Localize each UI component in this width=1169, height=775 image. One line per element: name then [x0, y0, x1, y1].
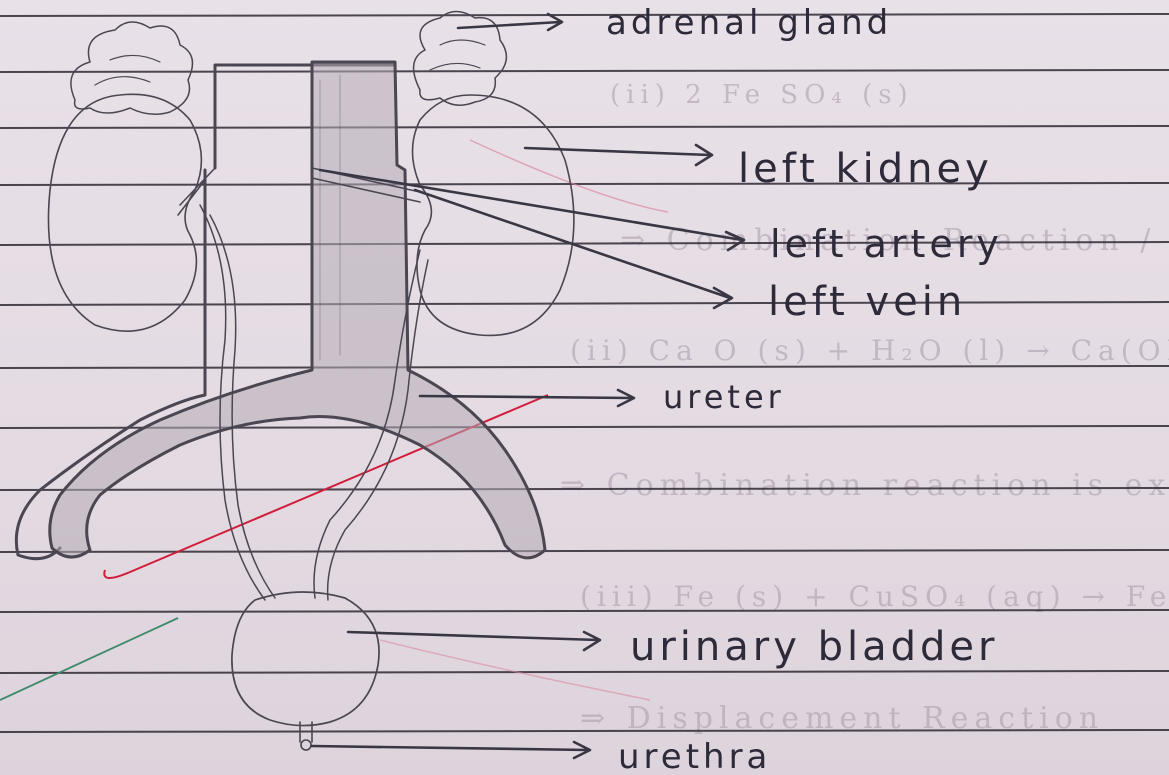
label-left-artery: left artery [770, 222, 1003, 266]
renal-vein [178, 168, 215, 215]
arrow-kidney [525, 145, 712, 165]
green-ink-stroke [0, 618, 178, 700]
label-left-vein: left vein [768, 279, 966, 325]
kidney-left [413, 95, 574, 335]
adrenal-gland-left-fold [430, 40, 485, 70]
red-ink-faint-2 [380, 640, 650, 700]
ghost-line-3: (ii) Ca O (s) + H₂O (l) → Ca(OH)₂ [570, 334, 1169, 367]
label-urinary-bladder: urinary bladder [630, 624, 998, 670]
kidney-right [48, 94, 201, 331]
adrenal-gland-right [71, 22, 193, 114]
label-left-kidney: left kidney [738, 146, 993, 192]
ghost-line-4: ⇒ Combination reaction is exothermic [560, 468, 1169, 503]
ghost-line-1: (ii) 2 Fe SO₄ (s) [610, 80, 914, 110]
urinary-system-drawing [16, 12, 574, 751]
label-ureter: ureter [663, 378, 785, 416]
adrenal-gland-right-fold [95, 55, 160, 85]
label-adrenal-gland: adrenal gland [606, 3, 892, 43]
labels: adrenal gland left kidney left artery le… [606, 3, 1003, 775]
aorta [50, 62, 545, 558]
urethra-opening [301, 740, 311, 750]
label-urethra: urethra [618, 737, 771, 775]
arrow-urethra [312, 742, 590, 758]
